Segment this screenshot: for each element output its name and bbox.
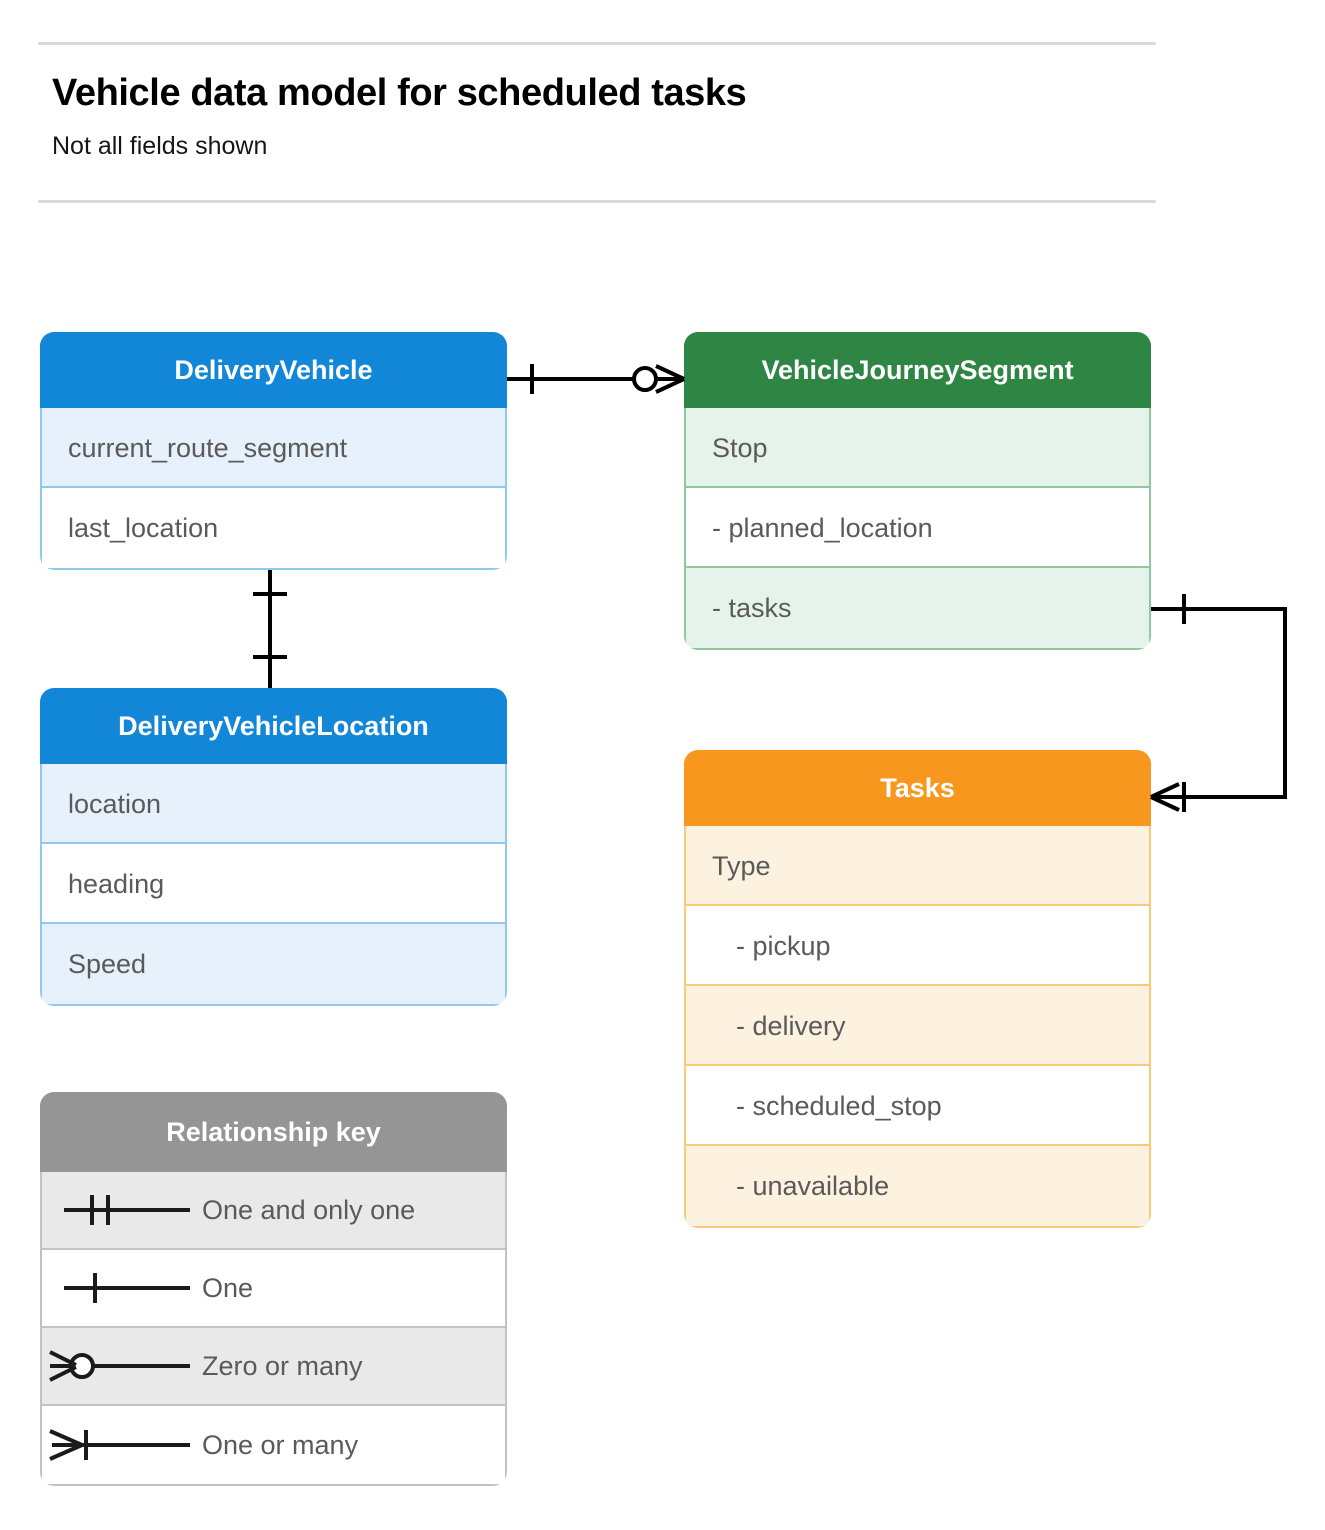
field-row[interactable]: Type — [686, 826, 1149, 906]
legend-item-label: One and only one — [202, 1194, 416, 1225]
connector-journeysegment-tasks — [1150, 594, 1287, 812]
field-row[interactable]: - delivery — [686, 986, 1149, 1066]
zero-or-many-symbol — [49, 1350, 190, 1382]
field-row[interactable]: location — [42, 764, 505, 844]
entity-vehicle-journey-segment[interactable]: VehicleJourneySegment Stop - planned_loc… — [684, 332, 1151, 650]
one-symbol — [64, 1273, 190, 1303]
legend-rows: One and only one One — [40, 1172, 507, 1486]
entity-vehicle-journey-segment-title: VehicleJourneySegment — [684, 332, 1151, 408]
legend-item-one-or-many[interactable]: One or many — [42, 1406, 505, 1484]
field-row[interactable]: - scheduled_stop — [686, 1066, 1149, 1146]
header-divider-bottom — [38, 200, 1156, 203]
connector-deliveryvehicle-vehiclelocation — [253, 570, 287, 688]
legend-item-label: One or many — [202, 1429, 359, 1460]
legend-item-label: Zero or many — [202, 1350, 363, 1381]
entity-tasks-fields: Type - pickup - delivery - scheduled_sto… — [684, 826, 1151, 1228]
legend-title: Relationship key — [40, 1092, 507, 1172]
field-row[interactable]: - unavailable — [686, 1146, 1149, 1226]
field-row[interactable]: last_location — [42, 488, 505, 568]
entity-tasks-title: Tasks — [684, 750, 1151, 826]
page-title: Vehicle data model for scheduled tasks — [52, 72, 747, 114]
field-row[interactable]: - tasks — [686, 568, 1149, 648]
one-or-many-symbol — [49, 1429, 190, 1461]
entity-delivery-vehicle[interactable]: DeliveryVehicle current_route_segment la… — [40, 332, 507, 570]
field-row[interactable]: - planned_location — [686, 488, 1149, 568]
legend-item-label: One — [202, 1272, 254, 1303]
legend-item-zero-or-many[interactable]: Zero or many — [42, 1328, 505, 1406]
legend-item-one[interactable]: One — [42, 1250, 505, 1328]
field-row[interactable]: Stop — [686, 408, 1149, 488]
entity-delivery-vehicle-location-fields: location heading Speed — [40, 764, 507, 1006]
field-row[interactable]: heading — [42, 844, 505, 924]
connector-deliveryvehicle-journeysegment — [507, 364, 685, 394]
entity-delivery-vehicle-location[interactable]: DeliveryVehicleLocation location heading… — [40, 688, 507, 1006]
page-subtitle: Not all fields shown — [52, 132, 268, 160]
entity-vehicle-journey-segment-fields: Stop - planned_location - tasks — [684, 408, 1151, 650]
entity-delivery-vehicle-title: DeliveryVehicle — [40, 332, 507, 408]
field-row[interactable]: current_route_segment — [42, 408, 505, 488]
one-and-only-one-symbol — [64, 1195, 190, 1225]
field-row[interactable]: - pickup — [686, 906, 1149, 986]
entity-delivery-vehicle-fields: current_route_segment last_location — [40, 408, 507, 570]
header-divider-top — [38, 42, 1156, 45]
field-row[interactable]: Speed — [42, 924, 505, 1004]
entity-delivery-vehicle-location-title: DeliveryVehicleLocation — [40, 688, 507, 764]
legend-item-one-and-only-one[interactable]: One and only one — [42, 1172, 505, 1250]
relationship-key-legend: Relationship key One and only one — [40, 1092, 507, 1486]
entity-tasks[interactable]: Tasks Type - pickup - delivery - schedul… — [684, 750, 1151, 1228]
